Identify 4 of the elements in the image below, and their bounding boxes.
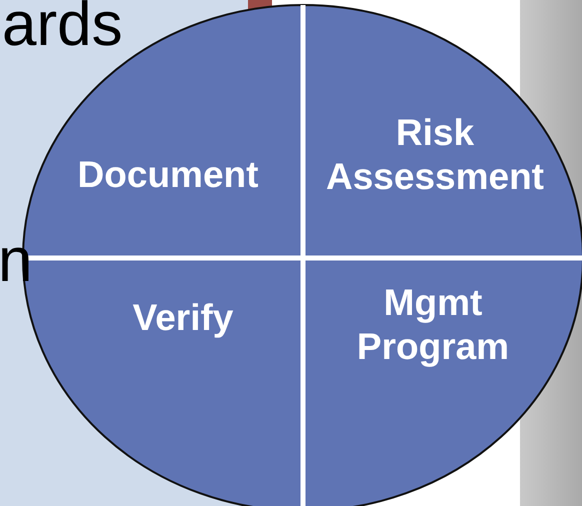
quadrant-label: Mgmt Program [356, 281, 510, 369]
quadrant-label: Risk Assessment [324, 111, 545, 199]
quadrant-label: Verify [132, 296, 234, 340]
quadrant-label: Document [76, 153, 260, 197]
